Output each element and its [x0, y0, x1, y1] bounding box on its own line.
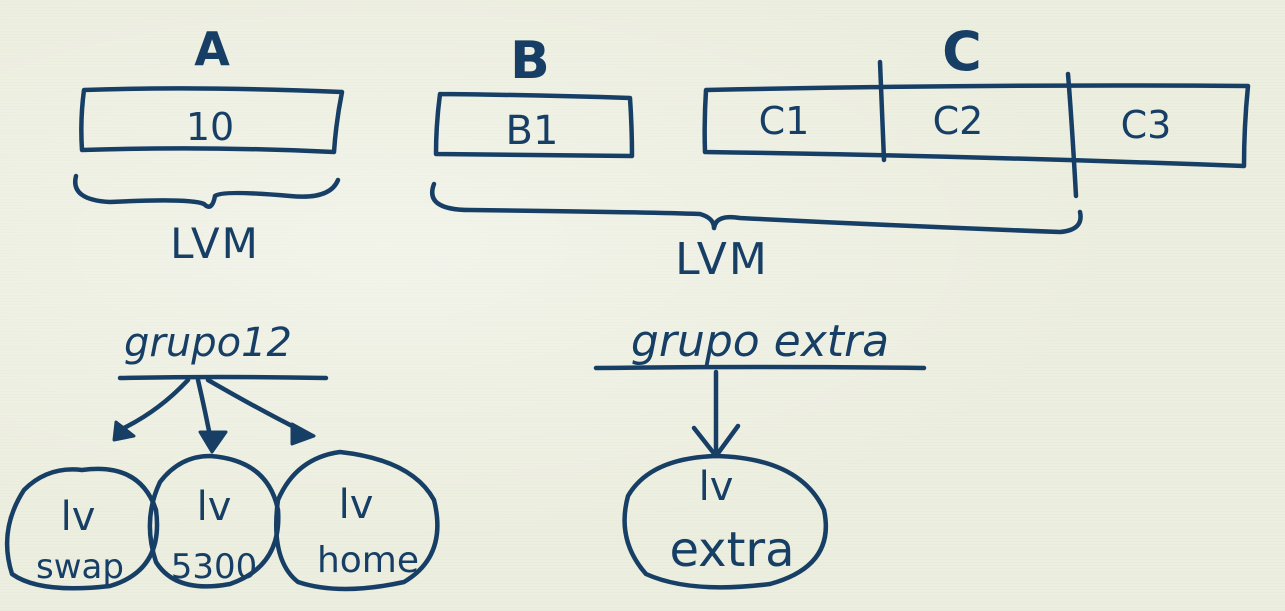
disk-c-partition-1: C1	[759, 99, 810, 143]
lvm-left-label: LVM	[170, 219, 260, 268]
disk-c-partition-2: C2	[933, 99, 984, 143]
lvm-left-brace	[72, 173, 341, 209]
volume-group-left-name: grupo12	[124, 320, 292, 366]
disk-c-label: C	[942, 20, 982, 83]
disk-b-label: B	[510, 31, 550, 91]
volume-group-left: grupo12 lv swap lv 5300 lv home	[4, 320, 440, 592]
lv-5300-line2: 5300	[171, 547, 258, 587]
arrow-to-lv-home	[205, 377, 303, 433]
arrow-to-lv-swap-head	[112, 420, 136, 442]
lv-swap-line2: swap	[36, 547, 124, 587]
disk-c-box	[702, 59, 1251, 199]
disk-b-box	[433, 91, 635, 159]
lv-swap-line1: lv	[61, 494, 96, 540]
lv-extra-circle	[622, 453, 829, 590]
lv-home-line1: lv	[339, 482, 374, 528]
volume-group-right-underline	[593, 364, 927, 371]
volume-group-right: grupo extra lv extra	[593, 316, 927, 590]
arrow-to-lv-home-head	[290, 422, 316, 446]
disk-a-box	[79, 86, 345, 155]
lvm-right-brace	[430, 181, 1083, 235]
lv-extra-line2: extra	[669, 522, 794, 578]
lv-5300-line1: lv	[197, 484, 232, 530]
lvm-right-label: LVM	[675, 234, 769, 285]
disk-c-partition-3: C3	[1121, 103, 1172, 147]
disk-a-partition-1: 10	[186, 105, 234, 149]
lv-extra-line1: lv	[699, 464, 734, 510]
lv-5300-circle	[147, 453, 281, 589]
lv-swap-circle	[4, 466, 160, 591]
disk-b: B B1	[433, 31, 635, 159]
volume-group-right-name: grupo extra	[631, 316, 889, 367]
lv-home-circle	[273, 449, 440, 592]
lvm-right: LVM	[430, 181, 1083, 285]
arrow-to-lv-swap	[121, 377, 191, 431]
lvm-left: LVM	[72, 173, 341, 268]
disk-c: C C1 C2 C3	[702, 20, 1251, 199]
arrow-to-lv-5300-head	[198, 430, 228, 454]
disk-b-partition-1: B1	[506, 108, 559, 154]
disk-a-label: A	[194, 22, 230, 76]
lv-home-line2: home	[317, 540, 419, 581]
volume-group-left-underline	[117, 374, 329, 381]
disk-a: A 10	[79, 22, 345, 155]
